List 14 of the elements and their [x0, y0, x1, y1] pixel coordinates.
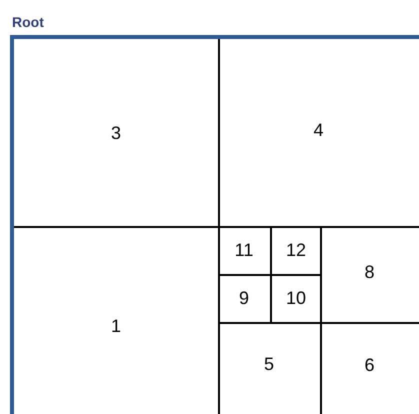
cell-number: 9 [238, 288, 249, 308]
cell-number: 4 [313, 120, 324, 140]
cell-number: 12 [286, 240, 306, 260]
cell-number: 5 [264, 354, 274, 374]
cell-number: 10 [286, 288, 306, 308]
subdivided-cell [218, 226, 322, 324]
cell-number: 6 [364, 355, 374, 375]
grid-cell [218, 226, 272, 276]
cell-number: 1 [110, 316, 121, 336]
cell-number: 11 [234, 240, 254, 260]
grid-cell [14, 39, 220, 228]
region-title: Root [12, 14, 44, 30]
cell-number: 8 [364, 262, 374, 282]
cell-number: 3 [110, 123, 121, 143]
